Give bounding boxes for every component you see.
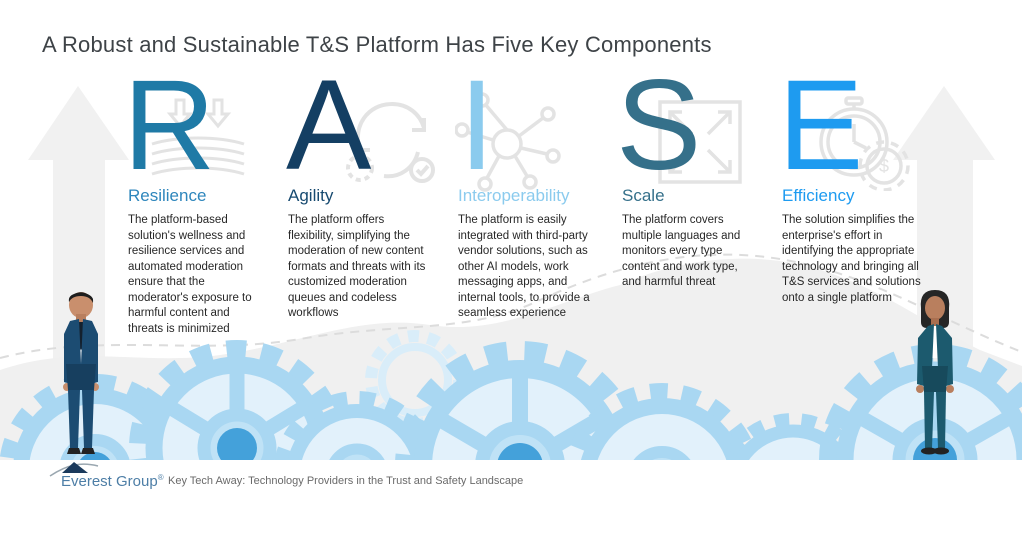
gear (0, 374, 191, 462)
component-resilience: Resilience The platform-based solution's… (128, 186, 264, 337)
component-description: The solution simplifies the enterprise's… (782, 214, 921, 304)
businessman-figure (63, 292, 99, 454)
stopwatch-gear-icon: $ (819, 96, 910, 191)
component-description: The platform covers multiple languages a… (622, 214, 741, 289)
brand-name-text: Everest Group (61, 473, 158, 490)
letter-R: R (123, 54, 216, 197)
component-heading: Agility (288, 186, 334, 205)
gears-decoration (0, 253, 1022, 462)
network-hub-icon (455, 92, 561, 192)
letter-I: I (459, 54, 495, 197)
down-arrows-layers-icon (151, 98, 245, 176)
dashed-wave-line (0, 253, 1022, 359)
component-interoperability: Interoperability The platform is easily … (458, 186, 590, 322)
mountain-logo-icon (49, 462, 99, 477)
component-efficiency: Efficiency The solution simplifies the e… (782, 186, 932, 306)
component-description: The platform is easily integrated with t… (458, 214, 590, 320)
gear (565, 383, 759, 462)
component-agility: Agility The platform offers flexibility,… (288, 186, 428, 322)
footer: Everest Group® Key Tech Away: Technology… (48, 460, 523, 494)
component-heading: Interoperability (458, 186, 570, 205)
brand-name: Everest Group® (61, 473, 164, 490)
cycle-check-icon (346, 101, 435, 183)
businesswoman-figure (916, 290, 954, 455)
letter-E: E (778, 54, 864, 197)
gear (274, 391, 440, 462)
component-heading: Efficiency (782, 186, 855, 205)
letter-A: A (286, 54, 372, 197)
page-title: A Robust and Sustainable T&S Platform Ha… (42, 32, 712, 57)
component-heading: Resilience (128, 186, 207, 205)
footer-tagline: Key Tech Away: Technology Providers in t… (168, 475, 524, 487)
letter-S: S (616, 54, 702, 197)
component-scale: Scale The platform covers multiple langu… (622, 186, 758, 291)
brand-logo-wrap: Everest Group® (48, 460, 164, 494)
gear (395, 341, 645, 462)
component-description: The platform offers flexibility, simplif… (288, 214, 426, 320)
registered-mark: ® (157, 473, 164, 482)
component-heading: Scale (622, 186, 665, 205)
svg-text:$: $ (879, 156, 889, 176)
component-description: The platform-based solution's wellness a… (128, 214, 252, 335)
expand-arrows-icon (658, 100, 742, 184)
